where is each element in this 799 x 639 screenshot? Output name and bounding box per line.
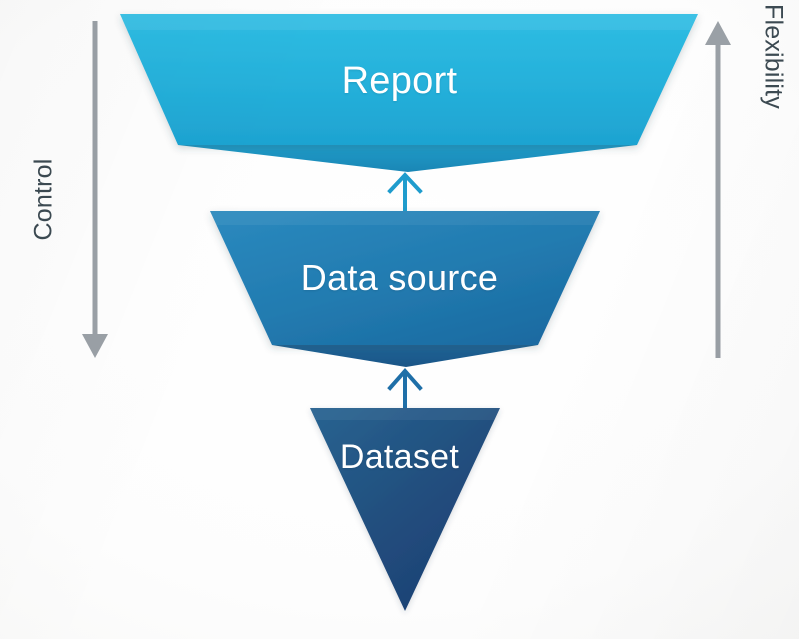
funnel-stage-report[interactable] (120, 14, 698, 172)
flexibility-axis-arrow (705, 21, 731, 358)
connector-dataset-to-data-source (387, 367, 423, 410)
axis-label-flexibility: Flexibility (759, 4, 788, 109)
report-highlight (120, 14, 698, 30)
data-source-shape[interactable] (210, 211, 600, 345)
connector-data-source-to-report (387, 172, 423, 212)
stage-label-data-source: Data source (300, 257, 499, 298)
control-axis-arrow (82, 21, 108, 358)
funnel-stage-data-source[interactable] (210, 211, 600, 367)
axis-label-control: Control (29, 158, 58, 241)
stage-label-dataset: Dataset (339, 438, 460, 476)
flexibility-axis-arrowhead-up (705, 21, 731, 45)
funnel-stage-dataset[interactable] (310, 408, 500, 611)
report-underside-wedge (178, 145, 637, 172)
dataset-highlight (310, 408, 500, 420)
data-source-underside-wedge (272, 345, 538, 367)
arrowhead-up-upper (387, 172, 423, 194)
stage-label-report: Report (341, 60, 458, 102)
report-shape[interactable] (120, 14, 698, 145)
data-source-highlight (210, 211, 600, 225)
dataset-shape[interactable] (310, 408, 500, 611)
arrowhead-up-lower (387, 367, 423, 391)
control-axis-arrowhead-down (82, 334, 108, 358)
